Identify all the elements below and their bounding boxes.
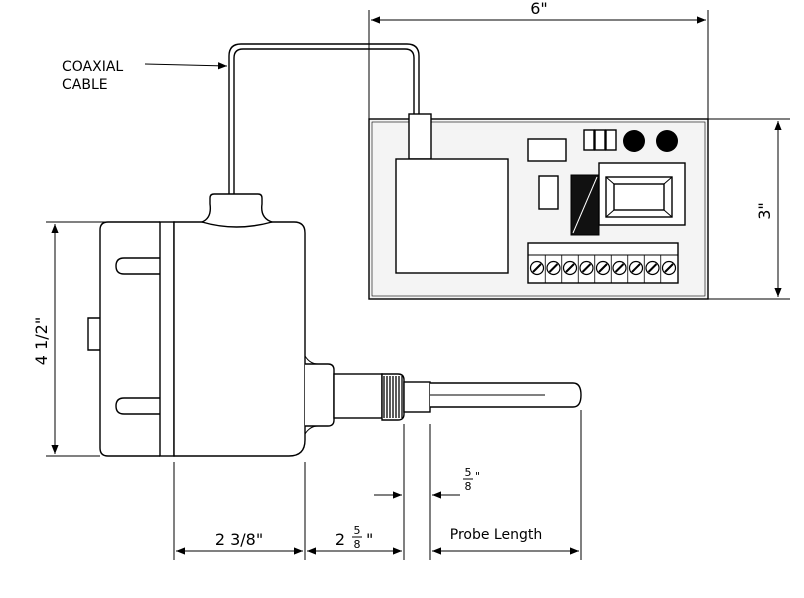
dim-housing-width: 2 3/8" bbox=[173, 462, 306, 560]
dim-housing-width-label: 2 3/8" bbox=[215, 530, 263, 549]
terminal-screw-slot bbox=[581, 263, 592, 273]
board-switch-2 bbox=[594, 129, 606, 151]
terminal-screw-slot bbox=[532, 263, 542, 273]
dim-fitting-length: 2 5 8 " bbox=[307, 424, 405, 560]
dim-fitting-whole: 2 bbox=[335, 530, 345, 549]
board-chip-1 bbox=[527, 138, 567, 162]
dim-probe-gap: 5 8 " bbox=[374, 424, 480, 560]
dim-probe-length: Probe Length bbox=[432, 410, 582, 560]
terminal-screw-slot bbox=[565, 263, 575, 273]
terminal-screw-slot bbox=[614, 263, 625, 273]
dim-probe-gap-numerator: 5 bbox=[465, 466, 472, 479]
coax-label-line2: CABLE bbox=[62, 77, 108, 93]
terminal-screw-slot bbox=[548, 263, 559, 273]
terminal-screw-slot bbox=[631, 263, 641, 273]
terminal-screw-slot bbox=[664, 263, 674, 273]
board-module bbox=[395, 158, 509, 274]
board-led-2 bbox=[656, 130, 678, 152]
board-switch-1 bbox=[583, 129, 595, 151]
terminal-block bbox=[527, 242, 679, 284]
dim-board-width: 6" bbox=[368, 0, 709, 119]
board-led-1 bbox=[623, 130, 645, 152]
dim-fitting-unit: " bbox=[366, 530, 373, 549]
dim-fitting-numerator: 5 bbox=[354, 524, 361, 537]
dim-board-height-label: 3" bbox=[755, 202, 774, 220]
coax-label-line1: COAXIAL bbox=[62, 59, 123, 75]
terminal-screw-slot bbox=[647, 263, 658, 273]
dim-probe-gap-unit: " bbox=[475, 470, 480, 483]
terminal-screw-slot bbox=[598, 263, 608, 273]
dim-board-height: 3" bbox=[708, 118, 790, 300]
probe bbox=[430, 382, 582, 408]
probe-length-label: Probe Length bbox=[450, 527, 542, 543]
board-switch-3 bbox=[605, 129, 617, 151]
dim-probe-gap-denominator: 8 bbox=[465, 480, 472, 493]
dim-housing-height-label: 4 1/2" bbox=[32, 317, 51, 365]
coaxial-cable bbox=[228, 43, 420, 196]
probe-fitting bbox=[333, 373, 431, 421]
board-relay bbox=[570, 162, 686, 236]
board-chip-2 bbox=[538, 175, 559, 210]
dim-housing-height: 4 1/2" bbox=[32, 221, 160, 457]
coax-connector bbox=[408, 113, 432, 160]
dim-fitting-denominator: 8 bbox=[354, 538, 361, 551]
coaxial-cable-callout: COAXIAL CABLE bbox=[62, 59, 228, 93]
sensor-housing bbox=[87, 193, 335, 457]
dim-board-width-label: 6" bbox=[530, 0, 548, 18]
circuit-board bbox=[368, 113, 709, 300]
fitting-threads bbox=[383, 376, 403, 418]
